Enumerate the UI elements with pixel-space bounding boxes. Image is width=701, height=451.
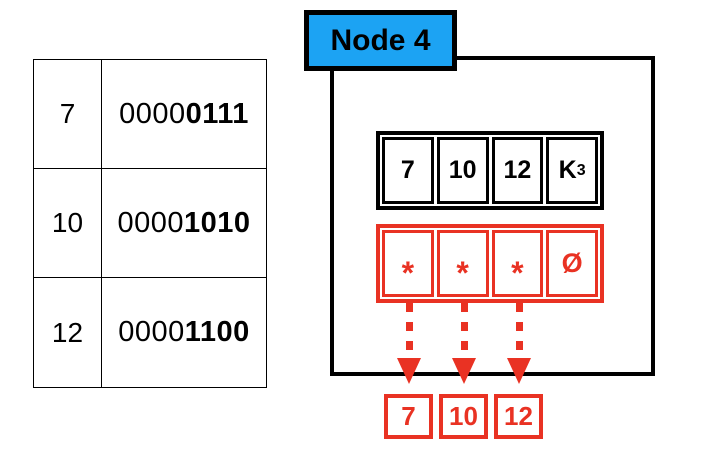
node-box xyxy=(330,56,655,376)
pointers-row: * * * Ø xyxy=(376,224,604,303)
binary-prefix: 0000 xyxy=(118,316,185,348)
key-slot-base: K xyxy=(558,156,577,184)
binary-suffix: 0111 xyxy=(185,97,249,130)
pointer-cell: * xyxy=(382,230,434,297)
leaf-value: 12 xyxy=(504,401,533,431)
key-cell: 10 xyxy=(436,137,489,204)
leaf-value: 10 xyxy=(449,401,478,431)
arrow-head-icon xyxy=(452,358,476,384)
leaf-box: 7 xyxy=(384,394,433,439)
leaf-value: 7 xyxy=(401,401,416,431)
leaf-box: 10 xyxy=(439,394,488,439)
value-cell: 10 xyxy=(34,169,102,278)
binary-prefix: 0000 xyxy=(119,97,186,130)
value-cell: 12 xyxy=(34,278,102,387)
binary-suffix: 1010 xyxy=(184,206,251,239)
key-cell: 7 xyxy=(382,137,434,204)
pointer-cell: * xyxy=(436,230,489,297)
node-title-tab: Node 4 xyxy=(304,10,457,71)
pointer-arrow-dash xyxy=(516,303,523,360)
pointer-cell: * xyxy=(491,230,544,297)
key-cell: 12 xyxy=(491,137,544,204)
value-cell: 7 xyxy=(34,60,102,169)
arrow-head-icon xyxy=(397,358,421,384)
leaf-box: 12 xyxy=(494,394,543,439)
node-title: Node 4 xyxy=(330,23,431,57)
binary-prefix: 0000 xyxy=(117,206,184,239)
pointer-arrow-dash xyxy=(461,303,468,360)
binary-suffix: 1100 xyxy=(184,316,250,348)
arrow-head-icon xyxy=(507,358,531,384)
pointer-arrow-dash xyxy=(406,303,413,360)
null-pointer-cell: Ø xyxy=(546,230,598,297)
